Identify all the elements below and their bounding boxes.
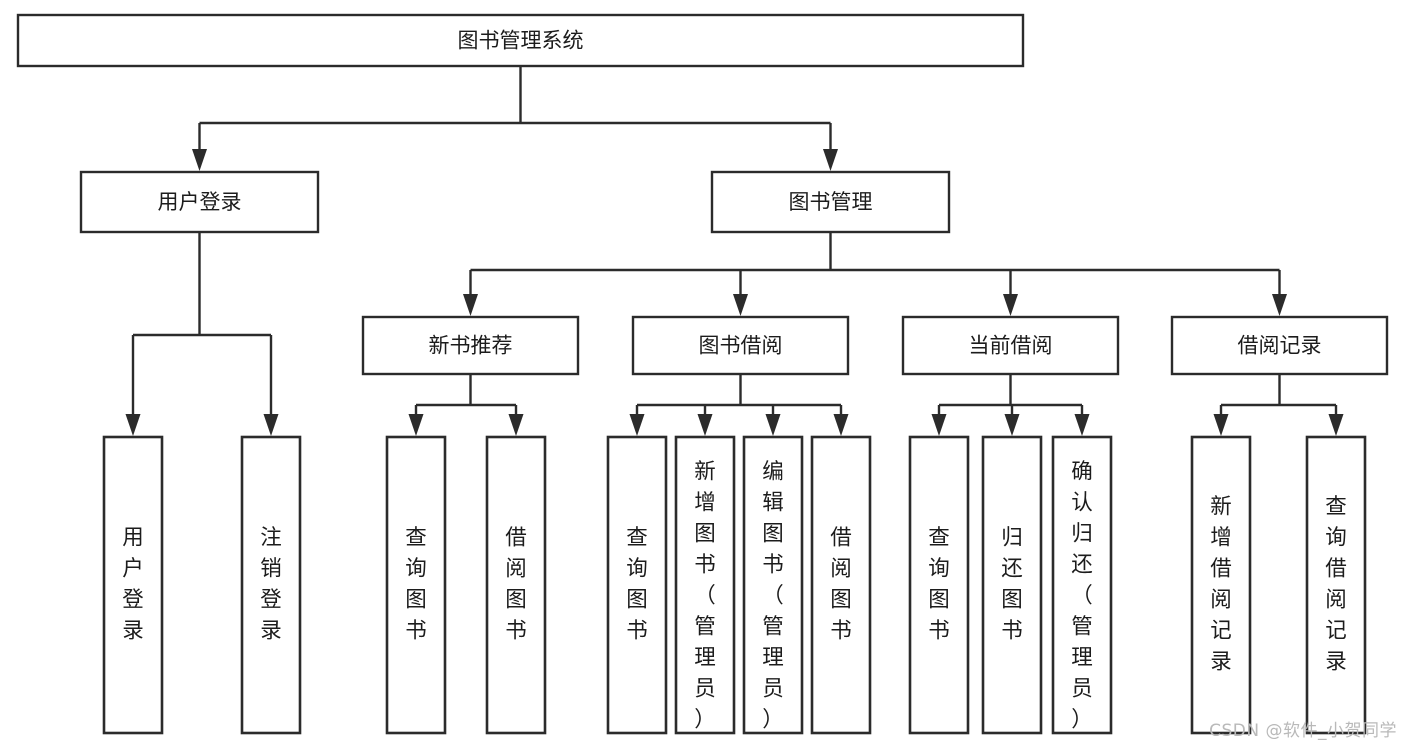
- node-label-leaf-add-record: 新增借阅记录: [1210, 495, 1232, 675]
- node-label-borrow-record: 借阅记录: [1238, 334, 1322, 358]
- node-box-new-book-recommend[interactable]: [361, 315, 580, 376]
- node-box-leaf-logout[interactable]: [240, 435, 302, 735]
- node-label-leaf-add-book: 新增图书（管理员）: [694, 460, 716, 733]
- edge-group-book-manage: [463, 232, 1287, 316]
- node-user-login[interactable]: 用户登录: [79, 170, 320, 234]
- node-box-current-borrow[interactable]: [901, 315, 1120, 376]
- node-label-leaf-query-record: 查询借阅记录: [1325, 495, 1347, 675]
- node-label-leaf-borrow-book: 借阅图书: [830, 526, 852, 644]
- edge-group-borrow-record: [1213, 374, 1344, 436]
- node-layer: 图书管理系统用户登录图书管理新书推荐图书借阅当前借阅借阅记录用户登录注销登录查询…: [16, 13, 1389, 735]
- node-label-leaf-confirm-return: 确认归还（管理员）: [1071, 460, 1093, 733]
- node-label-leaf-query-book-current: 查询图书: [928, 526, 950, 644]
- node-box-leaf-query-book-borrow[interactable]: [606, 435, 668, 735]
- node-box-root[interactable]: [16, 13, 1025, 68]
- node-box-leaf-add-record[interactable]: [1190, 435, 1252, 735]
- node-book-manage[interactable]: 图书管理: [710, 170, 951, 234]
- node-box-leaf-borrow-book-recommend[interactable]: [485, 435, 547, 735]
- node-box-leaf-return-book[interactable]: [981, 435, 1043, 735]
- node-label-leaf-return-book: 归还图书: [1001, 526, 1023, 644]
- edge-layer: [125, 66, 1344, 436]
- node-label-leaf-query-book-recommend: 查询图书: [405, 526, 427, 644]
- node-leaf-borrow-book[interactable]: 借阅图书: [810, 435, 872, 735]
- node-current-borrow[interactable]: 当前借阅: [901, 315, 1120, 376]
- node-label-leaf-edit-book: 编辑图书（管理员）: [762, 460, 784, 733]
- node-box-leaf-query-record[interactable]: [1305, 435, 1367, 735]
- node-box-book-borrow[interactable]: [631, 315, 850, 376]
- node-box-leaf-confirm-return[interactable]: [1051, 435, 1113, 735]
- edge-group-book-borrow: [629, 374, 849, 436]
- node-leaf-borrow-book-recommend[interactable]: 借阅图书: [485, 435, 547, 735]
- node-box-leaf-add-book[interactable]: [674, 435, 736, 735]
- node-box-leaf-query-book-recommend[interactable]: [385, 435, 447, 735]
- node-box-leaf-query-book-current[interactable]: [908, 435, 970, 735]
- node-borrow-record[interactable]: 借阅记录: [1170, 315, 1389, 376]
- node-leaf-query-book-current[interactable]: 查询图书: [908, 435, 970, 735]
- node-label-book-manage: 图书管理: [789, 190, 873, 214]
- node-box-leaf-edit-book[interactable]: [742, 435, 804, 735]
- node-new-book-recommend[interactable]: 新书推荐: [361, 315, 580, 376]
- node-box-borrow-record[interactable]: [1170, 315, 1389, 376]
- node-root[interactable]: 图书管理系统: [16, 13, 1025, 68]
- node-box-leaf-user-login[interactable]: [102, 435, 164, 735]
- node-box-user-login[interactable]: [79, 170, 320, 234]
- node-leaf-add-book[interactable]: 新增图书（管理员）: [674, 435, 736, 735]
- node-leaf-query-book-recommend[interactable]: 查询图书: [385, 435, 447, 735]
- node-label-leaf-query-book-borrow: 查询图书: [626, 526, 648, 644]
- node-leaf-user-login[interactable]: 用户登录: [102, 435, 164, 735]
- node-leaf-logout[interactable]: 注销登录: [240, 435, 302, 735]
- edge-group-root: [192, 66, 838, 171]
- node-book-borrow[interactable]: 图书借阅: [631, 315, 850, 376]
- node-label-root: 图书管理系统: [458, 29, 584, 53]
- edge-group-current-borrow: [931, 374, 1090, 436]
- node-leaf-query-book-borrow[interactable]: 查询图书: [606, 435, 668, 735]
- node-label-book-borrow: 图书借阅: [699, 334, 783, 358]
- node-label-leaf-logout: 注销登录: [260, 526, 282, 644]
- node-label-user-login: 用户登录: [158, 190, 242, 214]
- node-leaf-edit-book[interactable]: 编辑图书（管理员）: [742, 435, 804, 735]
- node-label-current-borrow: 当前借阅: [969, 334, 1053, 358]
- node-label-leaf-borrow-book-recommend: 借阅图书: [505, 526, 527, 644]
- edge-group-user-login: [125, 232, 279, 436]
- node-leaf-query-record[interactable]: 查询借阅记录: [1305, 435, 1367, 735]
- node-leaf-add-record[interactable]: 新增借阅记录: [1190, 435, 1252, 735]
- node-leaf-confirm-return[interactable]: 确认归还（管理员）: [1051, 435, 1113, 735]
- node-leaf-return-book[interactable]: 归还图书: [981, 435, 1043, 735]
- edge-group-new-book-recommend: [408, 374, 524, 436]
- node-label-leaf-user-login: 用户登录: [122, 526, 144, 644]
- node-box-book-manage[interactable]: [710, 170, 951, 234]
- node-box-leaf-borrow-book[interactable]: [810, 435, 872, 735]
- node-label-new-book-recommend: 新书推荐: [429, 334, 513, 358]
